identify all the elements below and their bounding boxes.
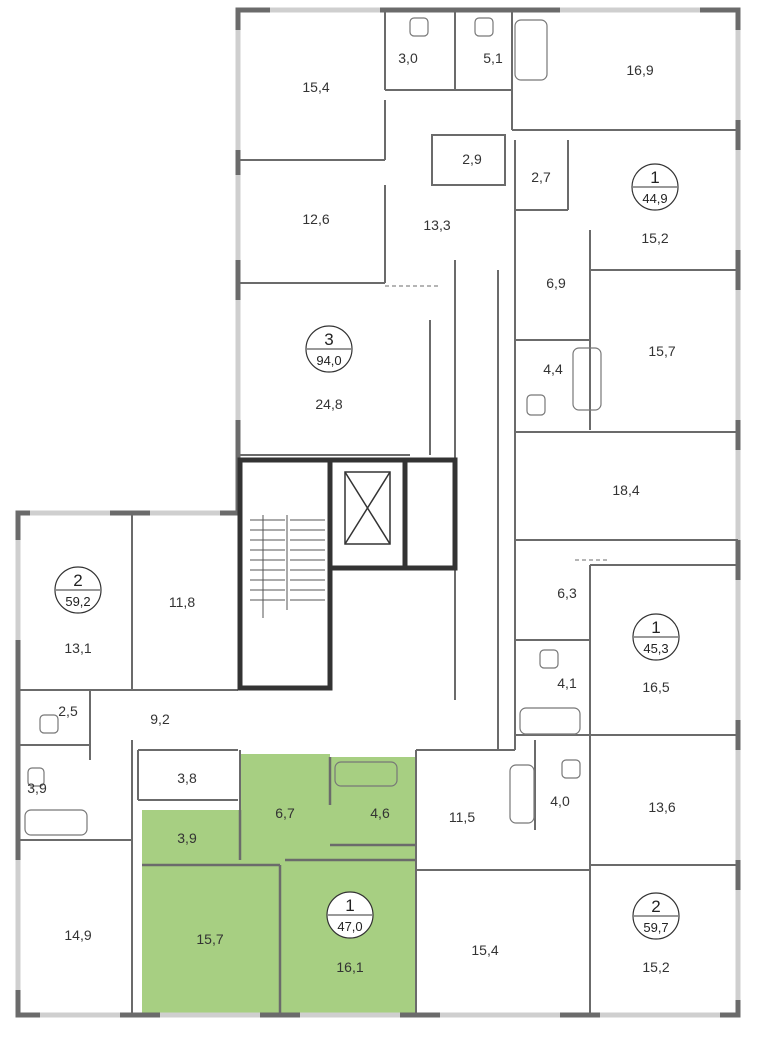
room-area-label: 13,3 [423, 217, 450, 233]
room-area-label: 14,9 [64, 927, 91, 943]
apartment-badge[interactable]: 1 47,0 [326, 891, 374, 939]
room-area-label: 15,2 [641, 230, 668, 246]
room-area-label: 13,1 [64, 640, 91, 656]
room-area-label: 3,9 [177, 830, 197, 846]
elevator-shaft [344, 471, 391, 545]
room-area-label: 15,4 [302, 79, 329, 95]
room-area-label: 9,2 [150, 711, 170, 727]
apartment-rooms-count: 1 [650, 168, 659, 187]
room-area-label: 2,7 [531, 169, 551, 185]
room-area-label: 4,4 [543, 361, 563, 377]
room-area-label: 11,5 [449, 809, 475, 825]
dashed-lines [385, 285, 610, 561]
room-area-label: 16,9 [626, 62, 653, 78]
room-area-label: 15,7 [196, 931, 223, 947]
apartment-rooms-count: 1 [651, 618, 660, 637]
interior-walls [18, 10, 738, 1015]
room-area-label: 12,6 [302, 211, 329, 227]
room-area-label: 4,6 [370, 805, 390, 821]
room-area-label: 11,8 [169, 594, 195, 610]
room-area-label: 15,2 [642, 959, 669, 975]
apartment-rooms-count: 3 [324, 330, 333, 349]
building-core [237, 457, 458, 691]
room-area-label: 6,9 [546, 275, 566, 291]
room-area-label: 5,1 [483, 50, 503, 66]
room-area-label: 15,4 [471, 942, 498, 958]
room-area-label: 6,3 [557, 585, 577, 601]
apartment-rooms-count: 2 [651, 897, 660, 916]
apartment-badge[interactable]: 2 59,7 [632, 892, 680, 940]
room-area-label: 4,1 [557, 675, 577, 691]
apartment-badge[interactable]: 3 94,0 [305, 325, 353, 373]
room-area-label: 3,8 [177, 770, 197, 786]
room-labels: 3,0 5,1 15,4 16,9 2,9 2,7 12,6 13,3 15,2… [27, 50, 676, 975]
room-area-label: 3,9 [27, 780, 47, 796]
apartment-total-area: 94,0 [316, 353, 341, 368]
room-area-label: 13,6 [648, 799, 675, 815]
apartment-badge[interactable]: 1 44,9 [631, 163, 679, 211]
room-area-label: 2,5 [58, 703, 78, 719]
apartment-rooms-count: 1 [345, 896, 354, 915]
staircase [250, 515, 325, 618]
room-area-label: 4,0 [550, 793, 570, 809]
bathroom-fixtures [24, 17, 602, 836]
room-area-label: 24,8 [315, 396, 342, 412]
room-area-label: 2,9 [462, 151, 482, 167]
apartment-total-area: 59,7 [643, 920, 668, 935]
room-area-label: 16,5 [642, 679, 669, 695]
apartment-total-area: 45,3 [643, 641, 668, 656]
windows [15, 7, 741, 1018]
apartment-rooms-count: 2 [73, 571, 82, 590]
apartment-total-area: 47,0 [337, 919, 362, 934]
highlighted-apartment-walls [142, 757, 416, 1015]
room-area-label: 18,4 [612, 482, 639, 498]
apartment-badge[interactable]: 1 45,3 [632, 613, 680, 661]
apartment-badge[interactable]: 2 59,2 [54, 566, 102, 614]
apartment-total-area: 59,2 [65, 594, 90, 609]
room-area-label: 6,7 [275, 805, 295, 821]
room-area-label: 16,1 [336, 959, 363, 975]
room-area-label: 3,0 [398, 50, 418, 66]
room-area-label: 15,7 [648, 343, 675, 359]
apartment-total-area: 44,9 [642, 191, 667, 206]
